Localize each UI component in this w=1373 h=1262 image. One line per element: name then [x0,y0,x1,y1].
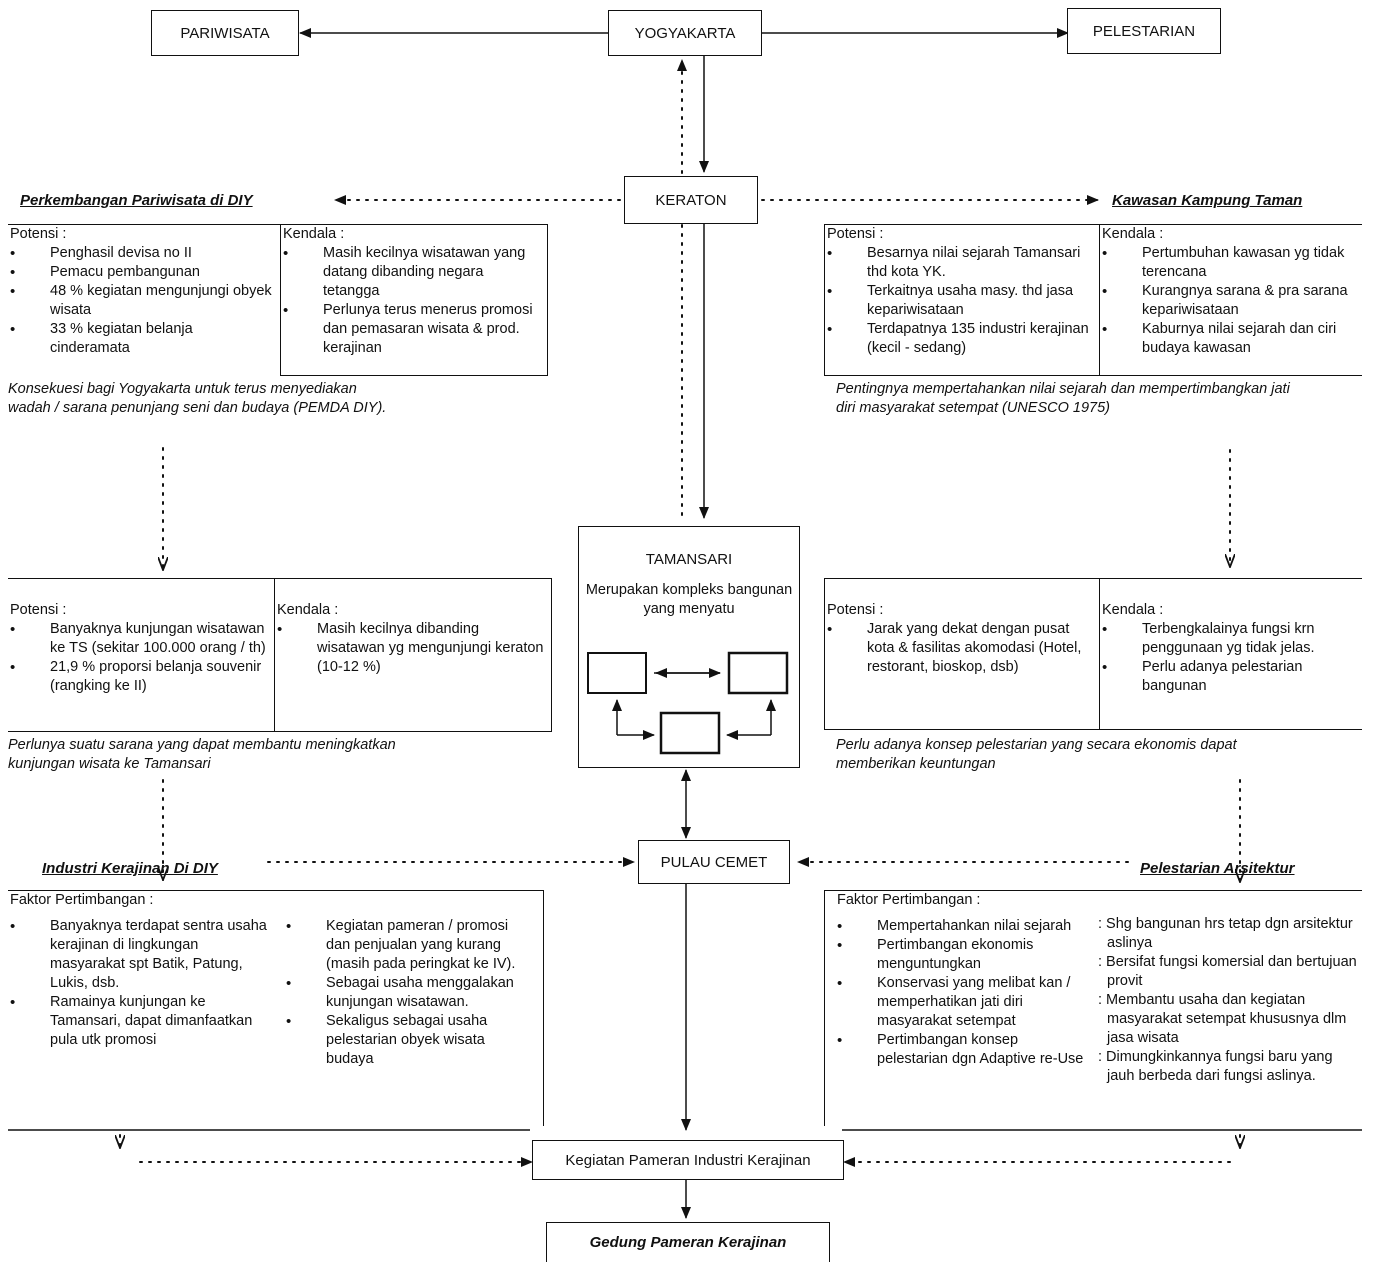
list-item: Masih kecilnya wisatawan yang datang dib… [281,244,547,301]
list-item: Kaburnya nilai sejarah dan ciri budaya k… [1100,320,1362,358]
list-item: Pertimbangan ekonomis menguntungkan [835,936,1095,974]
list-item: 48 % kegiatan mengunjungi obyek wisata [8,282,280,320]
right2-kendala-title: Kendala : [1102,602,1164,618]
list-item: Pemacu pembangunan [8,263,280,282]
list-item: Terkaitnya usaha masy. thd jasa kepariwi… [825,282,1099,320]
right1-potensi-title: Potensi : [827,226,884,242]
pariwisata-box: PARIWISATA [151,10,299,56]
pelestarian-box: PELESTARIAN [1067,8,1221,54]
gedung-box: Gedung Pameran Kerajinan [546,1222,830,1262]
list-item: Konservasi yang melibat kan / memperhati… [835,974,1095,1031]
list-item: Perlu adanya pelestarian bangunan [1100,658,1362,696]
list-item: Pertumbuhan kawasan yg tidak terencana [1100,244,1362,282]
list-item: 21,9 % proporsi belanja souvenir (rangki… [8,658,274,696]
right1-note: Pentingnya mempertahankan nilai sejarah … [836,381,1290,416]
list-item: Kegiatan pameran / promosi dan penjualan… [284,917,540,974]
left1-potensi-title: Potensi : [10,226,67,242]
left3-table: Faktor Pertimbangan : Banyaknya terdapat… [8,890,544,1126]
keraton-box: KERATON [624,176,758,224]
list-item: Ramainya kunjungan ke Tamansari, dapat d… [8,993,278,1050]
left2-potensi-title: Potensi : [10,602,67,618]
list-item: Terbengkalainya fungsi krn penggunaan yg… [1100,620,1362,658]
list-item: Banyaknya kunjungan wisatawan ke TS (sek… [8,620,274,658]
pulau-cemet-box: PULAU CEMET [638,840,790,884]
left1-kendala-title: Kendala : [283,226,345,242]
right1-table: Potensi : Besarnya nilai sejarah Tamansa… [824,224,1362,376]
left2-kendala-title: Kendala : [277,602,339,618]
left1-heading: Perkembangan Pariwisata di DIY [20,192,253,209]
left2-table: Potensi : Banyaknya kunjungan wisatawan … [8,578,552,732]
left3-heading: Industri Kerajinan Di DIY [42,860,218,877]
list-item: Kurangnya sarana & pra sarana kepariwisa… [1100,282,1362,320]
list-item: Jarak yang dekat dengan pusat kota & fas… [825,620,1099,677]
list-item: Besarnya nilai sejarah Tamansari thd kot… [825,244,1099,282]
list-item: : Membantu usaha dan kegiatan masyarakat… [1098,992,1347,1046]
list-item: Mempertahankan nilai sejarah [835,917,1095,936]
tamansari-title: TAMANSARI [645,551,733,568]
right3-table: Faktor Pertimbangan : Mempertahankan nil… [824,890,1362,1126]
right2-note: Perlu adanya konsep pelestarian yang sec… [836,737,1237,772]
tamansari-box: TAMANSARI Merupakan kompleks bangunan ya… [578,526,800,768]
kegiatan-box: Kegiatan Pameran Industri Kerajinan [532,1140,844,1180]
list-item: Terdapatnya 135 industri kerajinan (keci… [825,320,1099,358]
list-item: Sebagai usaha menggalakan kunjungan wisa… [284,974,540,1012]
list-item: Perlunya terus menerus promosi dan pemas… [281,301,547,358]
list-item: Penghasil devisa no II [8,244,280,263]
right3-heading: Pelestarian Arsitektur [1140,860,1295,877]
tamansari-desc: Merupakan kompleks bangunan yang menyatu [585,582,793,617]
yogyakarta-box: YOGYAKARTA [608,10,762,56]
right1-kendala-title: Kendala : [1102,226,1164,242]
list-item: Sekaligus sebagai usaha pelestarian obye… [284,1012,540,1069]
left1-note: Konsekuesi bagi Yogyakarta untuk terus m… [8,381,387,416]
list-item: Pertimbangan konsep pelestarian dgn Adap… [835,1031,1095,1069]
right2-potensi-title: Potensi : [827,602,884,618]
left3-title: Faktor Pertimbangan : [10,892,154,908]
list-item: : Shg bangunan hrs tetap dgn arsitektur … [1098,916,1353,951]
list-item: Banyaknya terdapat sentra usaha kerajina… [8,917,278,993]
list-item: : Bersifat fungsi komersial dan bertujua… [1098,954,1357,989]
right3-title: Faktor Pertimbangan : [837,892,981,908]
list-item: : Dimungkinkannya fungsi baru yang jauh … [1098,1049,1333,1084]
right2-table: Potensi : Jarak yang dekat dengan pusat … [824,578,1362,730]
list-item: 33 % kegiatan belanja cinderamata [8,320,280,358]
list-item: Masih kecilnya dibanding wisatawan yg me… [275,620,551,677]
left1-table: Potensi : Penghasil devisa no II Pemacu … [8,224,548,376]
right1-heading: Kawasan Kampung Taman [1112,192,1303,209]
left2-note: Perlunya suatu sarana yang dapat membant… [8,737,396,772]
